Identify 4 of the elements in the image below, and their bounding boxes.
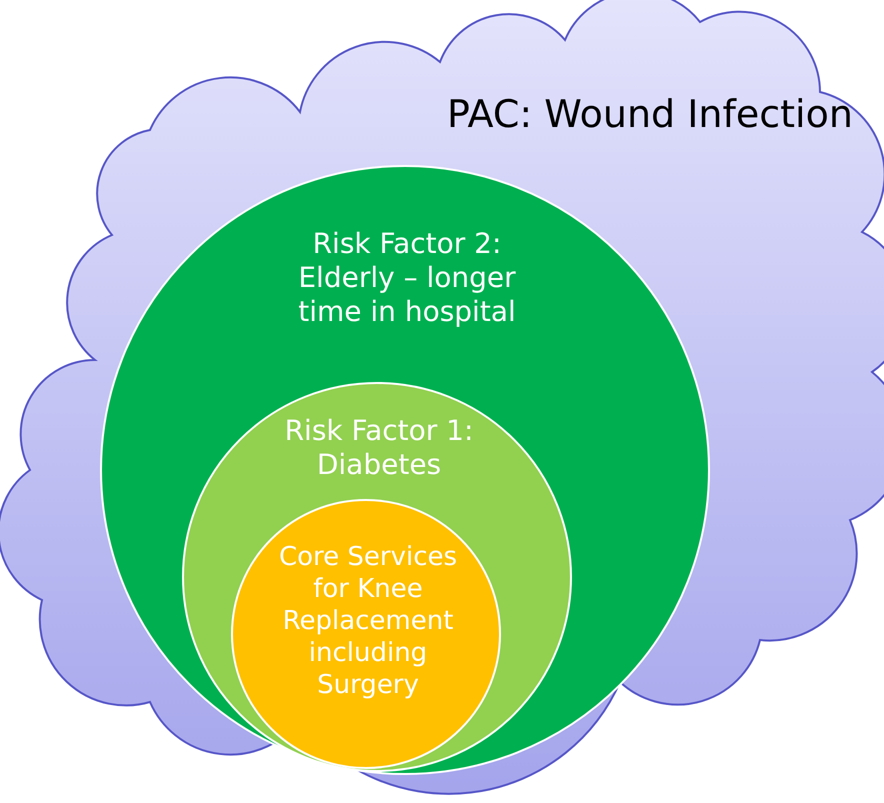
- circle-label: Risk Factor 1: Diabetes: [284, 414, 474, 482]
- circle-label: Core Services for Knee Replacement including Surgery: [278, 541, 458, 701]
- cloud-title: PAC: Wound Infection: [446, 91, 854, 138]
- circle-label: Risk Factor 2: Elderly – longer time in hospital: [297, 227, 517, 329]
